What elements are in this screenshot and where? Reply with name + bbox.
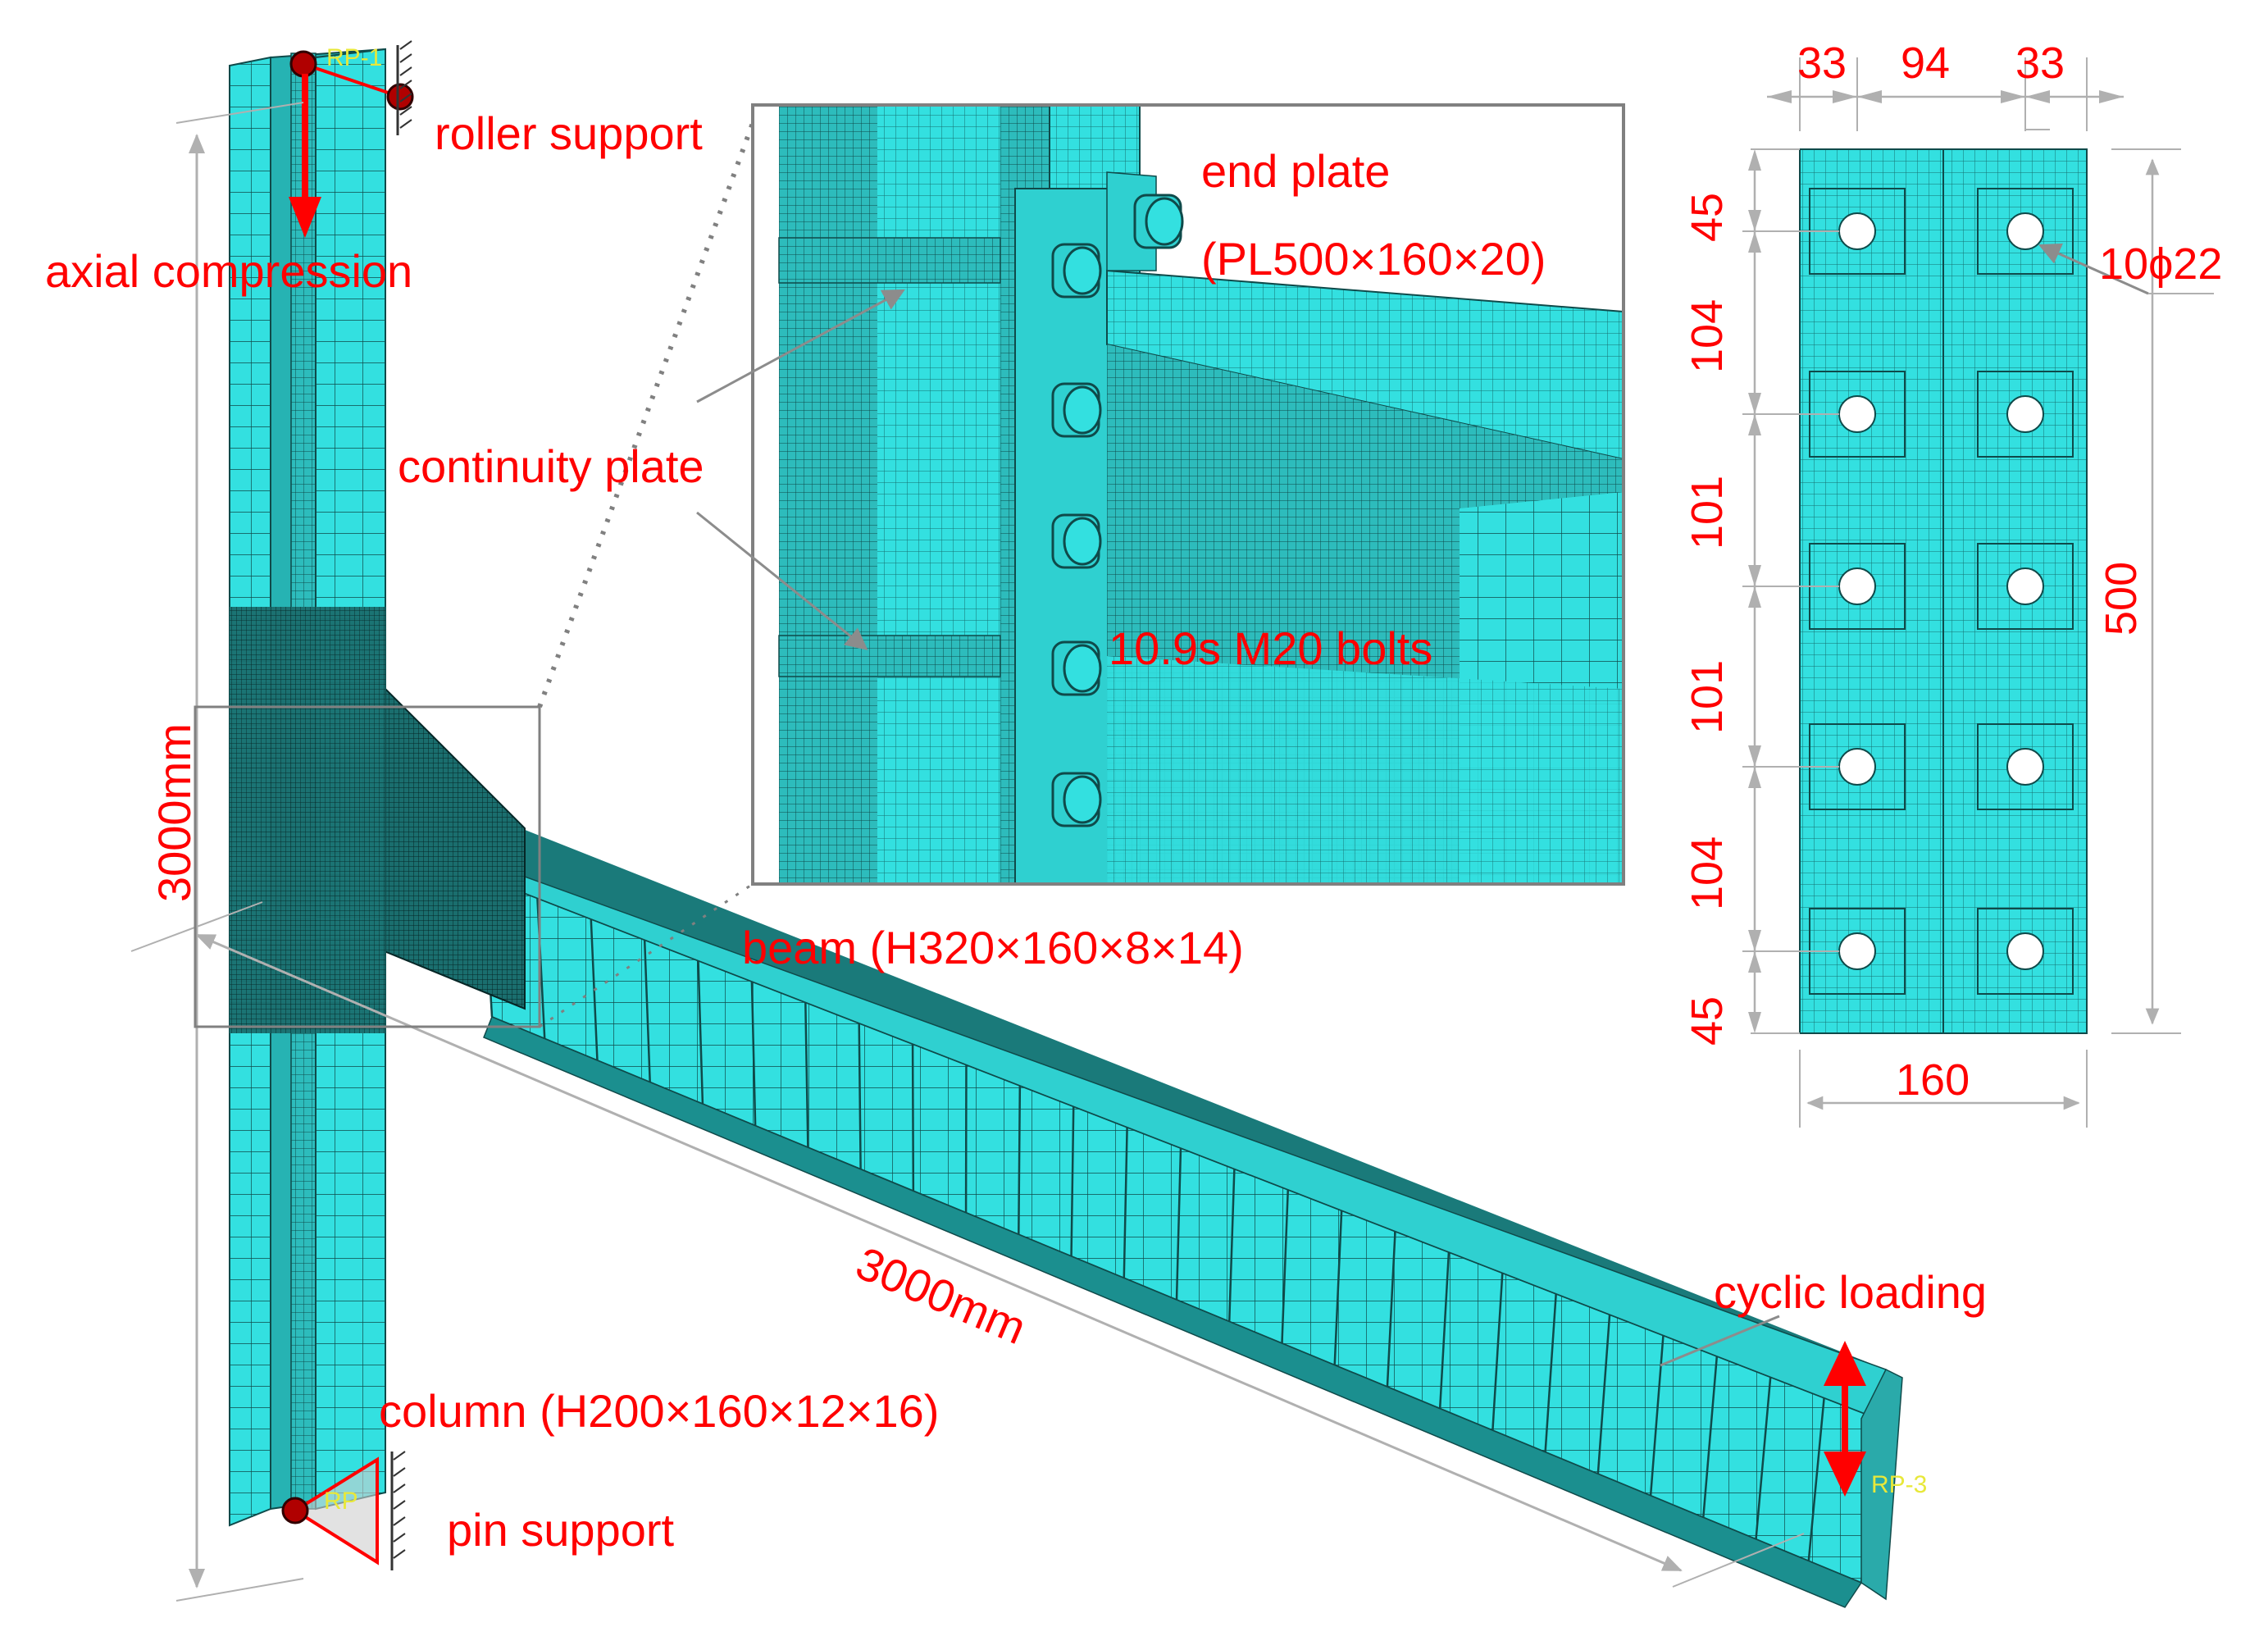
bolt-hole [2006,748,2044,786]
end-plate-size-label: (PL500×160×20) [1201,233,1546,285]
dim-arrow [1748,767,1761,788]
beam-division [1755,1377,1772,1540]
plate-dim-top-right: 33 [2015,39,2065,88]
plate-dim-left-0: 45 [1683,193,1732,242]
end-plate-drawing [1742,57,2214,1128]
bolt-hole [2006,212,2044,250]
dim-arrow [1748,231,1761,253]
hole-region [1977,188,2074,275]
dim-arrow [1748,586,1761,608]
bolt-hole [1838,748,1876,786]
bolt-nut [1063,775,1102,824]
end-plate-label: end plate [1201,145,1390,197]
beam-division [1807,1397,1825,1561]
roller-support-label: roller support [435,107,703,159]
cyclic-loading-label: cyclic loading [1714,1266,1987,1318]
bolt-hole [1838,395,1876,433]
ref-point-beam-tip: RP-3 [1871,1471,1927,1498]
bolt-hole [2006,932,2044,970]
ref-point-bottom: RP [324,1488,358,1515]
beam-division [1702,1356,1719,1518]
hole-region [1977,543,2074,630]
continuity-plate-label: continuity plate [398,440,704,492]
plate-width-label: 160 [1896,1055,1970,1105]
plate-dim-left-2: 101 [1683,476,1732,549]
bolt-hole [1838,932,1876,970]
roller-support: RP-1 [289,40,414,135]
connection-detail-inset [751,103,1625,886]
axial-compression-arrow [289,74,321,238]
dim-arrow [1748,1012,1761,1033]
plate-dim-top-left: 33 [1797,39,1847,88]
plate-height-label: 500 [2097,562,2146,636]
dim-arrow [1748,210,1761,231]
dim-arrow [1748,414,1761,435]
bolt-hole [1838,212,1876,250]
bolt-nut [1063,517,1102,566]
axial-compression-label: axial compression [45,245,412,297]
plate-dim-left-4: 104 [1683,836,1732,910]
bolt-hole [1838,567,1876,605]
pin-support-label: pin support [447,1504,675,1556]
bolt-hole [2006,567,2044,605]
hole-region [1977,908,2074,995]
dim-arrow [1748,745,1761,767]
bolt-nut [1063,246,1102,295]
dim-arrow [1748,393,1761,414]
plate-dim-left-3: 101 [1683,660,1732,734]
plate-dim-left-5: 45 [1683,996,1732,1046]
cyclic-loading-arrow: RP-3 [1824,1341,1927,1498]
dim-arrow [1748,149,1761,171]
hole-region [1977,371,2074,458]
dim-arrow [1748,930,1761,951]
dim-arrow [1748,565,1761,586]
beam-division [1018,1085,1022,1235]
ref-point-top: RP-1 [326,44,382,71]
column-label: column (H200×160×12×16) [379,1385,939,1437]
bolt-nut [1063,644,1102,693]
plate-dim-left-1: 104 [1683,299,1732,373]
bolt-hole [2006,395,2044,433]
plate-dim-top-mid: 94 [1901,39,1950,88]
bolt-hole-label: 10ϕ22 [2099,239,2222,289]
bolt-heads [1051,194,1184,827]
column-height-label: 3000mm [148,723,200,902]
detail-selection-box [194,705,541,1028]
bolts-label: 10.9s M20 bolts [1109,622,1432,674]
bolt-holes [1809,188,2074,995]
bolt-nut [1145,197,1184,246]
dim-arrow [1748,951,1761,973]
hole-region [1977,723,2074,810]
bolt-nut [1063,385,1102,435]
beam-label: beam (H320×160×8×14) [742,922,1244,973]
